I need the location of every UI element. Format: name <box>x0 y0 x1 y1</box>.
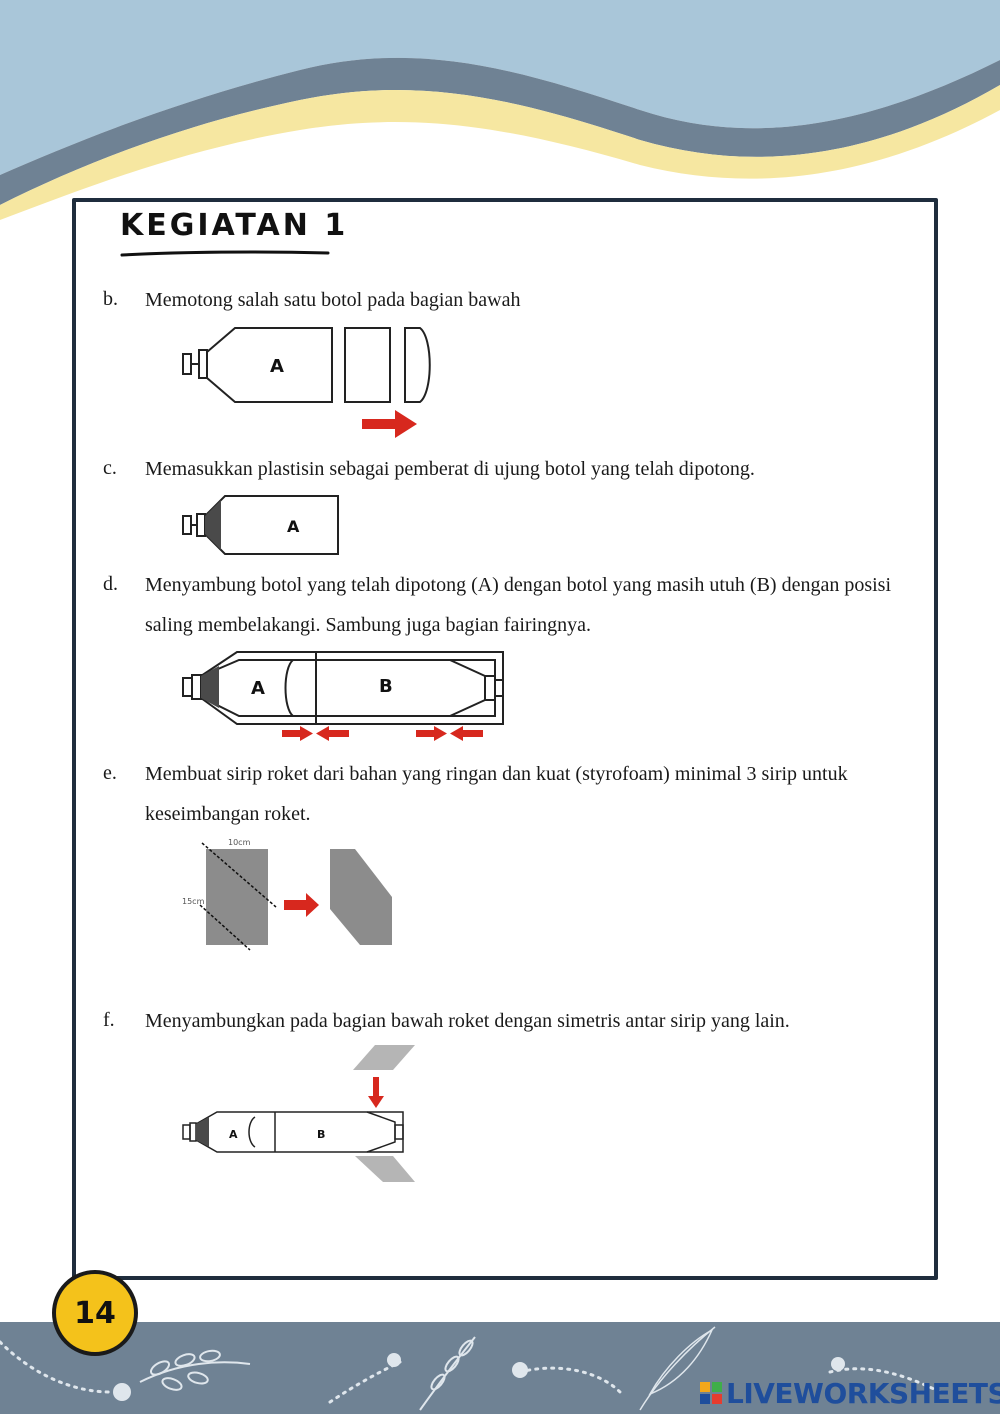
bottom-decoration-band <box>0 1322 1000 1414</box>
arrow-left-icon <box>450 726 483 741</box>
arrow-right-icon <box>282 726 313 741</box>
title-underline <box>120 250 330 257</box>
leaf-branch-icon <box>139 1349 251 1391</box>
page-number-badge: 14 <box>52 1270 138 1356</box>
bottle-label-a: A <box>229 1128 238 1141</box>
leaf-branch-icon <box>419 1336 476 1411</box>
arrow-right-icon <box>362 410 417 438</box>
bottle-label-a: A <box>287 517 300 536</box>
figure-weighted-bottle: A <box>182 495 339 555</box>
styrofoam-sheet <box>206 849 268 945</box>
step-text-c: Memasukkan plastisin sebagai pemberat di… <box>145 458 755 480</box>
figure-rocket-assembly: A B <box>182 1045 415 1182</box>
step-text-f: Menyambungkan pada bagian bawah roket de… <box>145 1010 790 1032</box>
arrow-right-icon <box>284 893 319 917</box>
step-text-d: Menyambung botol yang telah dipotong (A)… <box>145 574 891 636</box>
step-letter-f: f. <box>103 1009 115 1031</box>
brand-logo: LIVEWORKSHEETS <box>700 1376 1000 1410</box>
top-wave-decoration <box>0 0 1000 220</box>
bottle-label-a: A <box>270 356 284 377</box>
fin-shape <box>355 1156 415 1182</box>
fin-height-label: 15cm <box>182 897 205 906</box>
step-letter-b: b. <box>103 288 118 310</box>
figure-joined-bottles: A B <box>182 651 504 741</box>
figure-fin-cutting: 10cm 15cm <box>182 838 392 951</box>
fin-width-label: 10cm <box>228 838 251 847</box>
page-title: KEGIATAN 1 <box>120 208 349 243</box>
step-letter-e: e. <box>103 762 117 784</box>
bottle-label-b: B <box>379 676 393 697</box>
figure-cut-bottle: A <box>182 327 431 438</box>
fin-shape <box>330 849 392 945</box>
fin-shape <box>353 1045 415 1070</box>
content-frame <box>72 198 938 1280</box>
step-text-e: Membuat sirip roket dari bahan yang ring… <box>145 763 848 825</box>
feather-icon <box>639 1326 716 1411</box>
step-text-b: Memotong salah satu botol pada bagian ba… <box>145 289 521 311</box>
bottle-label-a: A <box>251 678 265 699</box>
step-letter-c: c. <box>103 457 117 479</box>
arrow-left-icon <box>316 726 349 741</box>
plasticine-weight <box>205 500 221 550</box>
arrow-down-icon <box>368 1077 384 1108</box>
step-letter-d: d. <box>103 573 118 595</box>
brand-name: LIVEWORKSHEETS <box>726 1376 1000 1410</box>
arrow-right-icon <box>416 726 447 741</box>
bottle-label-b: B <box>317 1128 325 1141</box>
brand-icon <box>700 1382 722 1404</box>
